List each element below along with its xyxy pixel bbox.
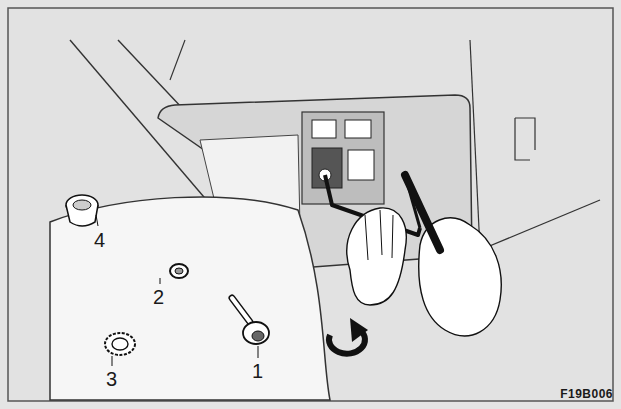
callout-number: 1 bbox=[252, 361, 263, 381]
callout-number: 4 bbox=[94, 230, 105, 250]
figure-code: F19B006 bbox=[560, 388, 613, 400]
callout-number: 2 bbox=[153, 287, 164, 307]
callout-number: 3 bbox=[106, 369, 117, 389]
